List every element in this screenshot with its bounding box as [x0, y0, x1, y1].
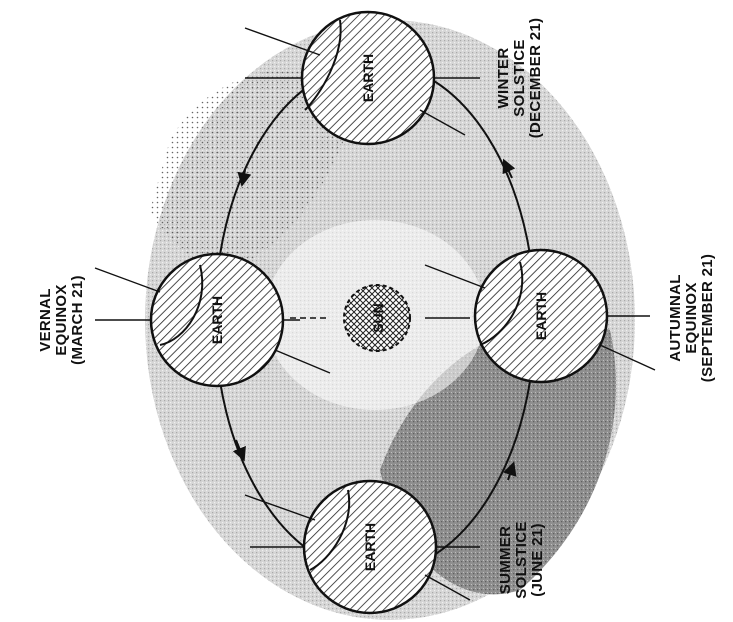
earth-label: EARTH: [362, 523, 378, 571]
label-summer-name: SUMMER: [497, 526, 514, 594]
label-winter-name: WINTER: [495, 48, 512, 109]
label-autumnal-equinox: AUTUMNAL EQUINOX (SEPTEMBER 21): [667, 254, 716, 382]
label-vernal-equinox: VERNAL EQUINOX (MARCH 21): [37, 275, 86, 365]
label-vernal-date: (MARCH 21): [69, 275, 86, 365]
label-vernal-name: VERNAL: [37, 288, 54, 351]
label-summer-solstice: SUMMER SOLSTICE (JUNE 21): [497, 521, 546, 598]
label-vernal-kind: EQUINOX: [53, 284, 70, 355]
earth-label: EARTH: [209, 296, 225, 344]
label-winter-kind: SOLSTICE: [511, 39, 528, 116]
label-winter-date: (DECEMBER 21): [527, 18, 544, 139]
label-autumnal-name: AUTUMNAL: [667, 274, 684, 361]
label-autumnal-date: (SEPTEMBER 21): [699, 254, 716, 382]
label-summer-date: (JUNE 21): [529, 523, 546, 597]
earth-label: EARTH: [360, 54, 376, 102]
label-summer-kind: SOLSTICE: [513, 521, 530, 598]
label-autumnal-kind: EQUINOX: [683, 282, 700, 353]
sun-label: SUN: [370, 303, 386, 333]
earth-label: EARTH: [533, 292, 549, 340]
